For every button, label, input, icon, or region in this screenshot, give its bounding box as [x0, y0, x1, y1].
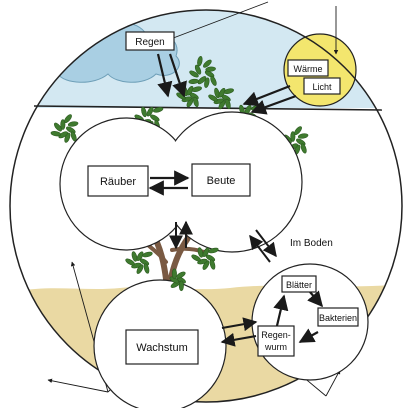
leaf	[50, 131, 62, 137]
regenwurm-label-1: Regen-	[261, 330, 291, 340]
wachstum-to-soil-arrow	[221, 317, 258, 332]
regenwurm-to-blaetter-arrow	[273, 294, 289, 331]
leaf	[60, 119, 66, 130]
waerme-box	[287, 59, 329, 77]
leaf	[150, 114, 160, 122]
leaf	[188, 78, 200, 84]
leaf	[64, 114, 72, 124]
leaf	[125, 258, 135, 266]
beute-label: Beute	[207, 175, 236, 187]
leaf	[153, 107, 164, 113]
leaf	[136, 251, 144, 261]
sun-arrow-2	[250, 94, 297, 115]
pointer-line-bottom-5	[325, 369, 341, 397]
bakterien-box	[317, 307, 359, 327]
leaf	[208, 247, 219, 254]
leaf	[186, 85, 194, 96]
horizon-line	[33, 105, 383, 111]
regenwurm-label-2: wurm	[264, 342, 287, 352]
outer-circle	[9, 9, 403, 403]
leaf	[203, 59, 212, 68]
leaf	[297, 133, 309, 139]
leaf	[290, 131, 296, 142]
blaetter-label: Blätter	[286, 280, 312, 290]
bakterien-label: Bakterien	[319, 313, 357, 323]
leaf	[202, 260, 210, 270]
leaf	[131, 251, 138, 262]
leaf	[214, 87, 220, 99]
leaf	[143, 263, 150, 274]
leaf	[223, 88, 234, 94]
leaf	[171, 268, 177, 280]
leaf	[294, 126, 302, 136]
blaetter-to-bakterien-arrow	[307, 290, 324, 308]
leaf	[67, 121, 79, 127]
leaf	[205, 66, 216, 72]
leaf	[197, 76, 207, 85]
regen-label: Regen	[135, 37, 164, 48]
leaf	[142, 251, 153, 258]
leaf	[204, 77, 210, 88]
leaf	[141, 106, 147, 118]
leaf	[191, 254, 201, 262]
leaf	[197, 247, 204, 258]
leaf	[210, 75, 217, 86]
leaf	[193, 96, 199, 108]
wachstum-label: Wachstum	[136, 342, 188, 354]
soil-to-wachstum-arrow	[220, 332, 257, 347]
leaf	[204, 70, 215, 78]
leaf	[202, 247, 210, 257]
leaf	[300, 143, 307, 154]
blaetter-box	[281, 275, 317, 293]
rain-arrow-1	[156, 53, 173, 98]
beute-box	[191, 163, 251, 197]
raeuber-label: Räuber	[100, 176, 136, 188]
leaf	[54, 122, 62, 132]
regenwurm-box	[257, 325, 295, 357]
leaf	[194, 64, 202, 75]
pointer-line-bottom-2	[47, 378, 109, 393]
waerme-label: Wärme	[294, 64, 323, 74]
leaf	[178, 280, 184, 292]
regen-box	[125, 31, 175, 51]
pointer-line-top-1	[167, 1, 269, 41]
leaf	[176, 271, 186, 279]
soil-to-beute-arrow	[249, 234, 271, 263]
im-boden-label: Im Boden	[290, 238, 333, 249]
leaf	[191, 86, 202, 92]
tree-leaves-lower	[125, 247, 219, 292]
leaf	[208, 94, 218, 102]
leaf	[146, 106, 154, 117]
leaf	[209, 259, 216, 270]
licht-label: Licht	[312, 82, 332, 92]
leaf	[58, 131, 68, 139]
leaf	[218, 87, 226, 98]
leaf	[197, 55, 203, 67]
leaf	[225, 98, 231, 110]
beute-to-soil-arrow	[255, 229, 277, 258]
wachstum-box	[125, 329, 199, 365]
bakterien-to-regenwurm-arrow	[298, 328, 319, 343]
leaf	[64, 132, 71, 143]
licht-box	[303, 77, 341, 95]
leaf	[189, 70, 199, 78]
rain-arrow-2	[168, 53, 187, 98]
leaf	[136, 264, 144, 274]
raeuber-box	[87, 165, 149, 197]
